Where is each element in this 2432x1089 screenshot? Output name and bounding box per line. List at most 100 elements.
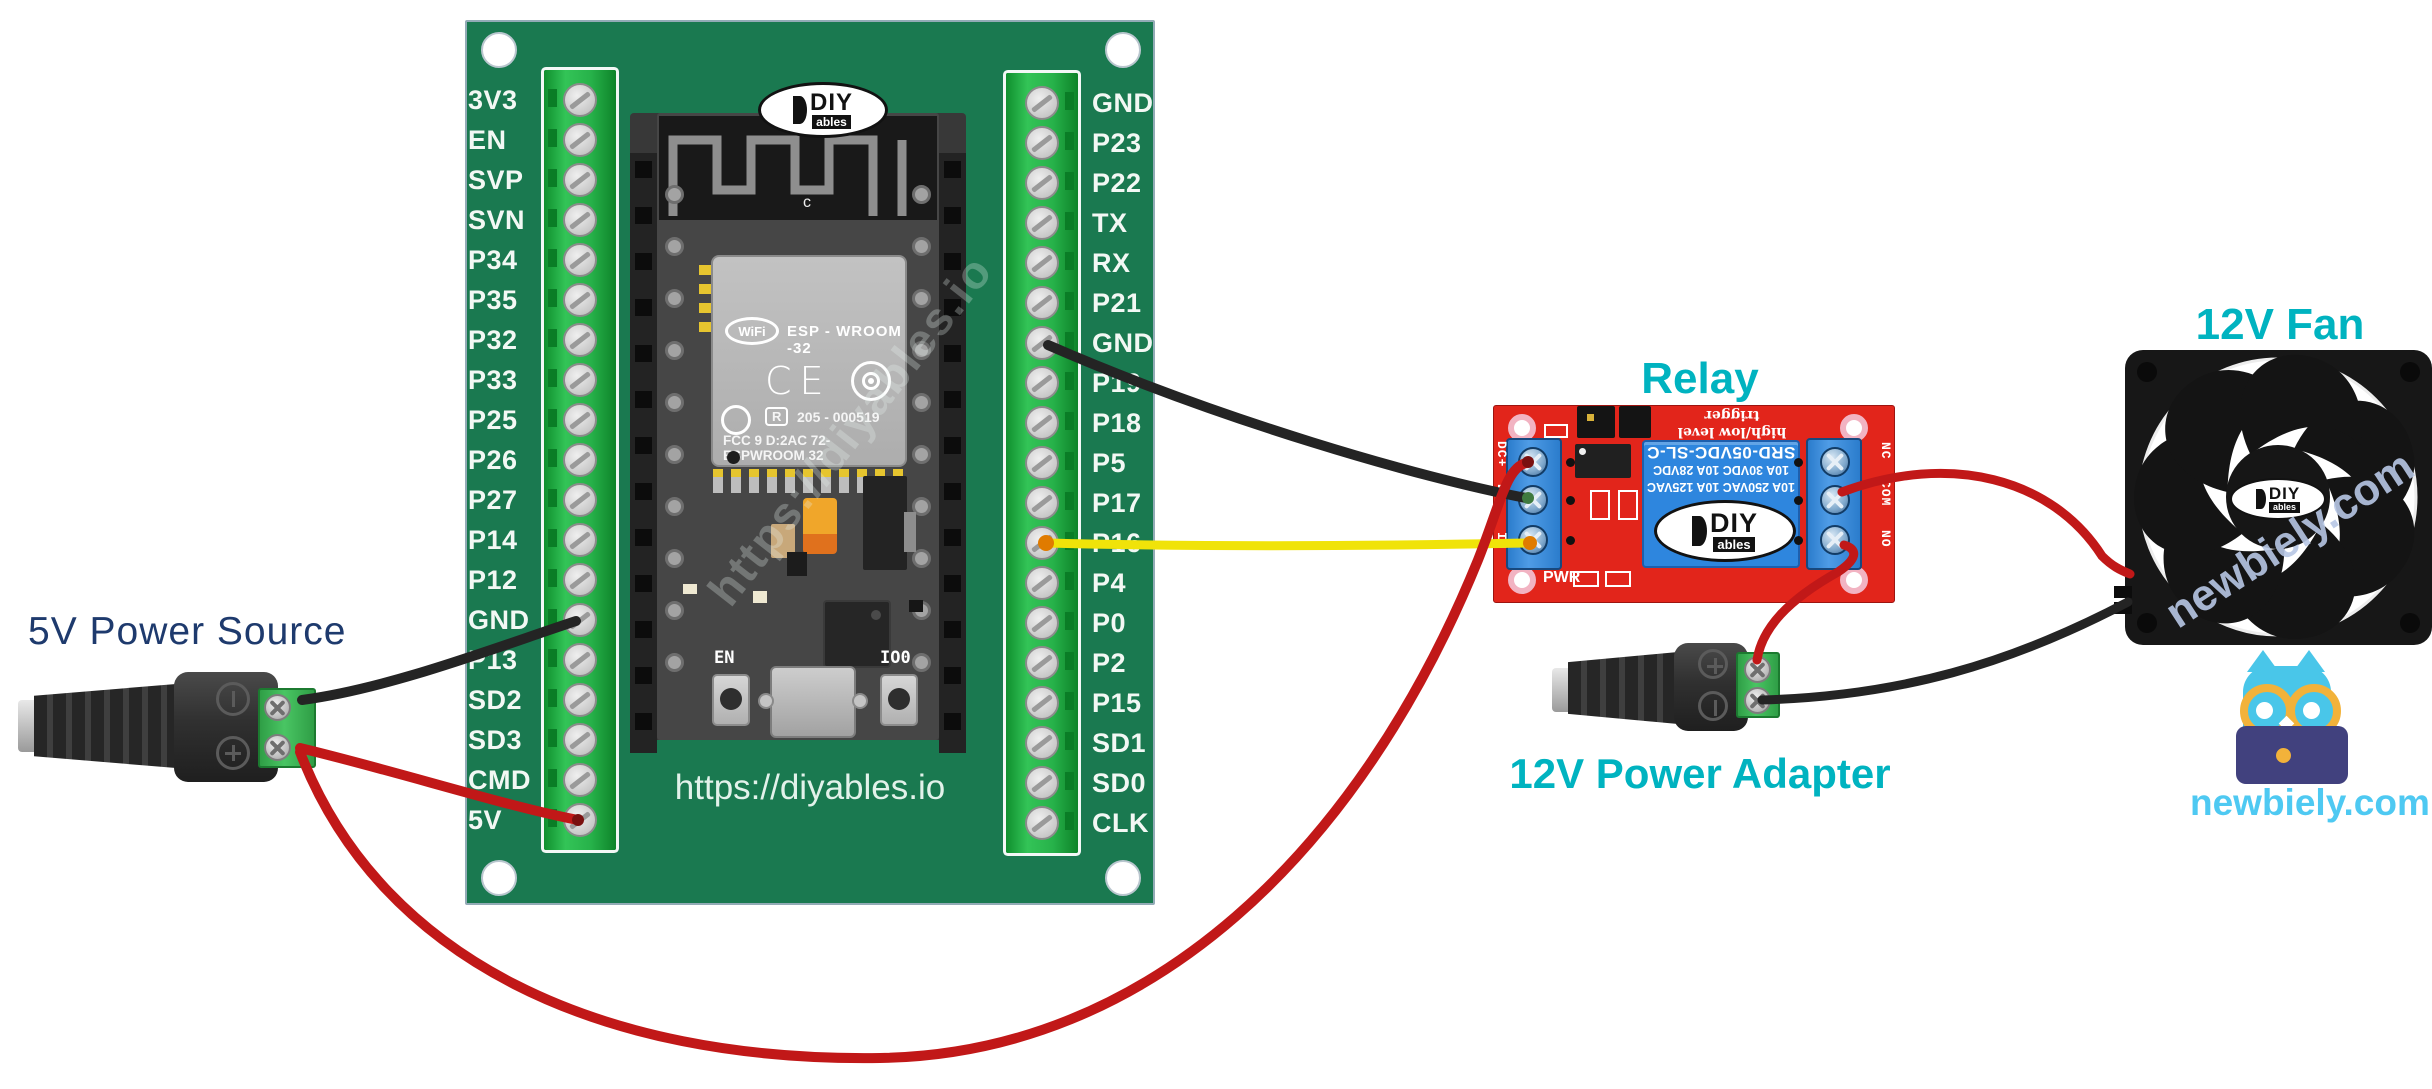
pin-screw-right-CLK: [1025, 806, 1059, 840]
pin-screw-right-P4: [1025, 566, 1059, 600]
pin-label-right-CLK: CLK: [1092, 808, 1149, 838]
pwr-label: PWR: [1543, 569, 1581, 586]
smd-part: [1605, 571, 1631, 587]
header-pin: [944, 253, 961, 270]
cert-circle-icon: [851, 361, 891, 401]
pin-screw-left-P14: [563, 523, 597, 557]
dc-jack-tip: [18, 700, 36, 752]
cube-line: 10A 250VAC 10A 125VAC: [1647, 480, 1795, 494]
header-pin: [635, 299, 652, 316]
pin-screw-right-P23: [1025, 126, 1059, 160]
pin-label-left-SVN: SVN: [468, 205, 526, 235]
module-pad: [912, 653, 931, 672]
header-pin: [635, 207, 652, 224]
terminal-label-in: IN: [1494, 532, 1509, 550]
pin-label-right-SD0: SD0: [1092, 768, 1147, 798]
pin-screw-right-P15: [1025, 686, 1059, 720]
smd-led: [753, 591, 767, 603]
pin-label-right-P18: P18: [1092, 408, 1142, 438]
module-pad: [665, 601, 684, 620]
module-pad: [665, 549, 684, 568]
pin-label-right-P23: P23: [1092, 128, 1142, 158]
fan-blade: [2240, 354, 2363, 455]
pin-label-left-P34: P34: [468, 245, 518, 275]
pin-screw-right-P17: [1025, 486, 1059, 520]
shield-dot: [727, 451, 740, 464]
header-pin: [944, 529, 961, 546]
pin-label-left-GND: GND: [468, 605, 530, 635]
pin-screw-right-SD1: [1025, 726, 1059, 760]
header-pin: [944, 575, 961, 592]
pin-screw-right-P18: [1025, 406, 1059, 440]
boot-button: [880, 674, 918, 726]
smd-resistor: [1544, 424, 1568, 438]
header-pin: [635, 621, 652, 638]
pin-label-right-P22: P22: [1092, 168, 1142, 198]
pin-label-right-TX: TX: [1092, 208, 1128, 238]
ic-chip: [863, 476, 907, 570]
header-pin: [944, 207, 961, 224]
pin-label-left-P13: P13: [468, 645, 518, 675]
terminal-label-nc: NC: [1878, 442, 1893, 460]
relay-label: Relay: [1641, 354, 1759, 403]
smd-cap: [904, 512, 916, 552]
header-pin: [635, 667, 652, 684]
module-pad: [912, 445, 931, 464]
pin-screw-left-P33: [563, 363, 597, 397]
pin-label-right-RX: RX: [1092, 248, 1131, 278]
pin-screw-left-5V: [563, 803, 597, 837]
esp-wroom32-shield: WiFi ESP - WROOM -32 CE R 205 - 000519 F…: [711, 255, 907, 467]
minus-symbol-icon: [1698, 691, 1728, 721]
pin-screw-left-GND: [563, 603, 597, 637]
module-pad: [665, 289, 684, 308]
wifi-logo: WiFi: [725, 317, 779, 345]
pin-label-left-P12: P12: [468, 565, 518, 595]
pin-screw-left-EN: [563, 123, 597, 157]
module-pad: [665, 497, 684, 516]
pin-label-left-SD2: SD2: [468, 685, 523, 715]
minus-symbol-icon: [216, 682, 250, 716]
pin-screw-right-SD0: [1025, 766, 1059, 800]
relay-hole: [1840, 566, 1868, 594]
pin-label-left-CMD: CMD: [468, 765, 531, 795]
pin-screw-left-SD3: [563, 723, 597, 757]
usb-port: [770, 666, 856, 738]
module-pcb: c WiFi ESP - WROOM -32 CE R 205 - 000519…: [657, 113, 939, 740]
pin-screw-left-SVN: [563, 203, 597, 237]
pin-label-right-P15: P15: [1092, 688, 1142, 718]
header-pin: [635, 161, 652, 178]
plus-symbol-icon: [216, 736, 250, 770]
relay-hole: [1508, 566, 1536, 594]
relay-screw-in: [1518, 525, 1548, 555]
relay-screw-dcplus: [1518, 447, 1548, 477]
dc-jack-body: [1674, 643, 1748, 731]
relay-screw-com: [1820, 485, 1850, 515]
pin-screw-left-P25: [563, 403, 597, 437]
pin-label-left-P33: P33: [468, 365, 518, 395]
wire-hole: [1566, 458, 1575, 467]
header-pin: [944, 437, 961, 454]
terminal-label-no: NO: [1878, 530, 1893, 548]
pin-label-right-SD1: SD1: [1092, 728, 1147, 758]
module-pad: [665, 341, 684, 360]
cert-number: 205 - 000519: [797, 409, 880, 425]
source-5v-label: 5V Power Source: [28, 610, 347, 653]
jumper: [1619, 406, 1651, 438]
relay-cube-text: 10A 250VAC 10A 125VAC 10A 30VDC 10A 28VD…: [1646, 443, 1796, 495]
dc-jack-barrel: [1568, 652, 1678, 724]
pin-label-right-P2: P2: [1092, 648, 1127, 678]
header-pin: [944, 667, 961, 684]
wire-hole: [1794, 458, 1803, 467]
wire-hole: [1794, 496, 1803, 505]
pin-label-left-P27: P27: [468, 485, 518, 515]
module-pad: [665, 445, 684, 464]
capacitor: [803, 498, 837, 554]
pin-screw-right-P19: [1025, 366, 1059, 400]
boot-button-label: IO0: [880, 648, 911, 668]
cube-line: SRD-05VDC-SL-C: [1646, 443, 1796, 462]
r-mark: R: [765, 407, 789, 426]
smd-part: [1618, 490, 1638, 520]
antenna-mark: c: [803, 194, 811, 211]
fan-connector: [2114, 586, 2132, 598]
